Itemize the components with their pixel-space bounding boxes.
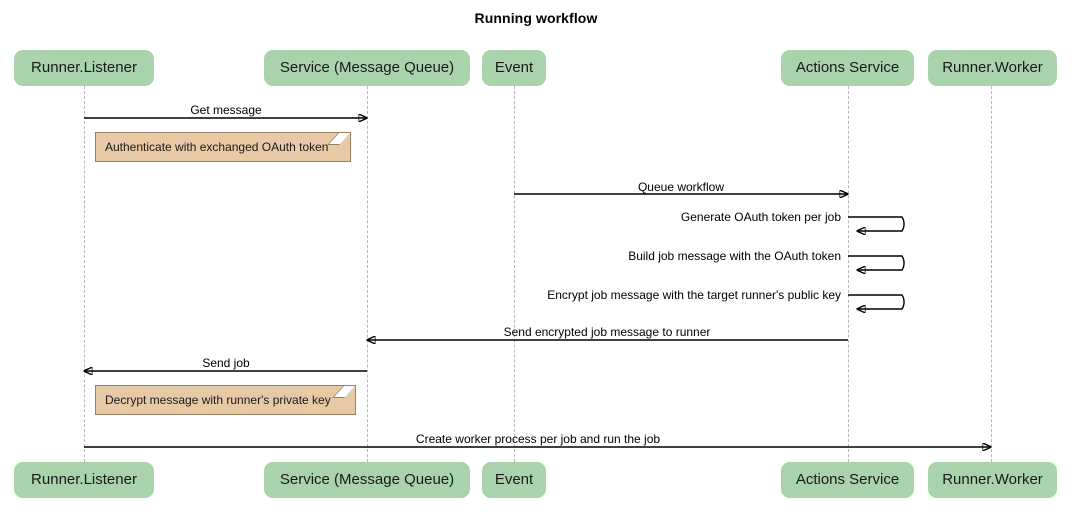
lifeline-event	[514, 86, 515, 462]
participant-service-message-queue-bottom[interactable]: Service (Message Queue)	[264, 462, 470, 498]
lifeline-runner-listener	[84, 86, 85, 462]
lifeline-actions-service	[848, 86, 849, 462]
label-generate-oauth-token: Generate OAuth token per job	[680, 210, 841, 224]
note-decrypt-label: Decrypt message with runner's private ke…	[105, 393, 331, 407]
lifeline-service-message-queue	[367, 86, 368, 462]
label-build-job-message: Build job message with the OAuth token	[628, 249, 841, 263]
participant-runner-worker-top[interactable]: Runner.Worker	[928, 50, 1057, 86]
participant-actions-service-bottom[interactable]: Actions Service	[781, 462, 914, 498]
participant-runner-listener-bottom[interactable]: Runner.Listener	[14, 462, 154, 498]
participant-event-top[interactable]: Event	[482, 50, 546, 86]
participant-runner-worker-bottom[interactable]: Runner.Worker	[928, 462, 1057, 498]
note-fold-icon	[327, 133, 350, 145]
note-decrypt: Decrypt message with runner's private ke…	[95, 385, 356, 415]
note-fold-icon	[332, 386, 355, 398]
label-create-worker-process: Create worker process per job and run th…	[415, 432, 661, 446]
label-send-job: Send job	[202, 356, 250, 370]
participant-actions-service-top[interactable]: Actions Service	[781, 50, 914, 86]
participant-service-message-queue-top[interactable]: Service (Message Queue)	[264, 50, 470, 86]
participant-event-bottom[interactable]: Event	[482, 462, 546, 498]
label-get-message: Get message	[190, 103, 262, 117]
page-title: Running workflow	[474, 10, 598, 26]
participant-runner-listener-top[interactable]: Runner.Listener	[14, 50, 154, 86]
arrow-generate-oauth-token	[848, 216, 905, 231]
label-send-encrypted-job-message: Send encrypted job message to runner	[503, 325, 711, 339]
lifeline-runner-worker	[991, 86, 992, 462]
note-authenticate: Authenticate with exchanged OAuth token	[95, 132, 351, 162]
arrow-encrypt-job-message	[848, 294, 905, 309]
label-queue-workflow: Queue workflow	[637, 180, 725, 194]
label-encrypt-job-message: Encrypt job message with the target runn…	[547, 288, 841, 302]
note-authenticate-label: Authenticate with exchanged OAuth token	[105, 140, 329, 154]
arrow-build-job-message	[848, 255, 905, 270]
